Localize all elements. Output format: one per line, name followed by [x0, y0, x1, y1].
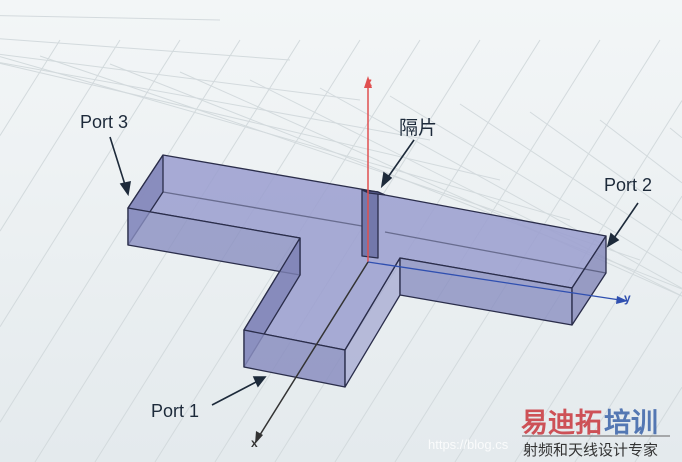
septum-callout [385, 139, 415, 181]
grid-line [459, 103, 682, 251]
grid-line [574, 291, 682, 462]
grid-line [0, 39, 181, 327]
grid-line [0, 53, 361, 101]
grid-line [599, 119, 682, 184]
y-axis [367, 261, 621, 301]
x-axis-label: x [251, 436, 258, 450]
grid-line [0, 15, 221, 21]
port2-label: Port 2 [604, 175, 652, 195]
hidden-edge [384, 231, 607, 274]
z-axis-label: z [366, 75, 372, 89]
grid-line [0, 38, 291, 61]
port1-callout [211, 380, 259, 406]
port3-callout [109, 136, 127, 189]
watermark: https://blog.cs 易迪拓 培训 射频和天线设计专家 [428, 408, 670, 459]
grid-line [0, 39, 121, 232]
grid-line [0, 62, 501, 181]
x-arrow-icon [255, 431, 263, 444]
grid-line [0, 62, 431, 141]
grid-line [514, 195, 682, 462]
grid-line [249, 79, 682, 297]
grid-line [389, 95, 682, 274]
arrow-icon [119, 180, 131, 197]
watermark-brand-blue: 培训 [604, 408, 658, 439]
x-axis [257, 261, 369, 439]
grid-line [0, 39, 241, 423]
port3-label: Port 3 [80, 112, 128, 132]
y-axis-label: y [624, 291, 631, 305]
arrow-icon [380, 171, 393, 189]
waveguide-body [127, 154, 607, 388]
port2-callout [611, 202, 639, 242]
watermark-tagline: 射频和天线设计专家 [523, 441, 658, 459]
annotations [109, 136, 639, 406]
port1-label: Port 1 [151, 401, 199, 421]
septum [361, 189, 379, 259]
axes: z y x [251, 75, 631, 450]
grid-line [0, 39, 61, 136]
watermark-url: https://blog.cs [428, 437, 509, 452]
grid-line [669, 127, 682, 139]
y-arrow-icon [616, 296, 628, 304]
watermark-brand-red: 易迪拓 [521, 408, 602, 439]
arrow-icon [252, 376, 267, 388]
grid-line [529, 111, 682, 221]
hidden-edge [162, 191, 363, 227]
arrow-icon [606, 232, 620, 248]
septum-label: 隔片 [399, 117, 437, 139]
z-arrow-icon [364, 76, 372, 88]
grid-line [319, 87, 682, 289]
grid-line [634, 386, 682, 462]
